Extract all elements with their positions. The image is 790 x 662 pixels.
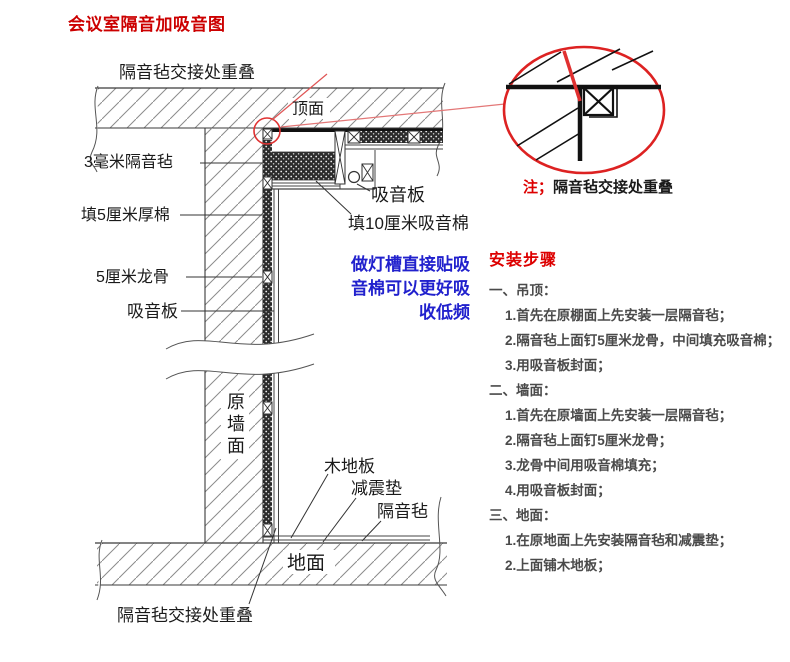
damping-pad-label: 减震垫 xyxy=(351,479,402,498)
leader-lines xyxy=(180,162,382,605)
floor-section xyxy=(95,496,447,601)
overlap-top-label: 隔音毡交接处重叠 xyxy=(119,63,255,82)
page-title: 会议室隔音加吸音图 xyxy=(68,15,226,34)
note-prefix: 注； xyxy=(523,179,554,196)
step-item: 1.首先在原棚面上先安装一层隔音毡； xyxy=(505,308,733,323)
diagram-labels: 隔音毡交接处重叠 3毫米隔音毡 填5厘米厚棉 5厘米龙骨 吸音板 顶面 吸音板 … xyxy=(81,63,469,625)
ground-surface-label-bg xyxy=(283,550,335,574)
step-section-title: 二、墙面： xyxy=(489,383,557,398)
step-item: 1.在原地面上先安装隔音毡和减震垫； xyxy=(505,533,733,548)
step-section-title: 三、地面： xyxy=(489,508,557,523)
ceiling-surface-label-bg xyxy=(288,98,330,119)
wood-floor-label: 木地板 xyxy=(324,457,375,476)
cotton-5cm-label: 填5厘米厚棉 xyxy=(81,206,170,224)
step-item: 4.用吸音板封面； xyxy=(505,483,611,498)
install-steps-heading: 安装步骤 xyxy=(489,252,558,269)
felt-3mm-label: 3毫米隔音毡 xyxy=(84,152,173,171)
original-wall-label: 原墙面 xyxy=(221,391,249,459)
blue-annotation: 做灯槽直接贴吸 音棉可以更好吸 收低频 xyxy=(346,253,470,325)
install-steps: 安装步骤 一、吊顶： 1.首先在原棚面上先安装一层隔音毡； 2.隔音毡上面钉5厘… xyxy=(489,246,781,578)
step-item: 2.隔音毡上面钉5厘米龙骨，中间填充吸音棉； xyxy=(505,333,781,348)
lamp-circle xyxy=(347,170,361,184)
keel-5cm-label: 5厘米龙骨 xyxy=(96,268,169,286)
wall-layers xyxy=(262,128,279,543)
blue-annotation-line: 音棉可以更好吸 xyxy=(351,279,470,298)
wall-section xyxy=(204,128,264,543)
blue-annotation-line: 收低频 xyxy=(419,303,470,322)
step-section-floor: 三、地面： 1.在原地面上先安装隔音毡和减震垫； 2.上面铺木地板； xyxy=(489,503,779,578)
wall-break xyxy=(165,333,315,380)
overlap-bottom-label: 隔音毡交接处重叠 xyxy=(117,606,253,625)
step-item: 2.隔音毡上面钉5厘米龙骨； xyxy=(505,433,673,448)
sound-felt-label: 隔音毡 xyxy=(377,502,428,521)
ceiling-layers xyxy=(263,128,443,190)
step-section-ceiling: 一、吊顶： 1.首先在原棚面上先安装一层隔音毡； 2.隔音毡上面钉5厘米龙骨，中… xyxy=(489,278,781,378)
step-item: 3.龙骨中间用吸音棉填充； xyxy=(505,458,665,473)
detail-note: 注；隔音毡交接处重叠 xyxy=(523,176,673,197)
step-section-wall: 二、墙面： 1.首先在原墙面上先安装一层隔音毡； 2.隔音毡上面钉5厘米龙骨； … xyxy=(489,378,779,503)
ceiling-slab xyxy=(89,82,446,177)
step-section-title: 一、吊顶： xyxy=(489,283,557,298)
step-item: 1.首先在原墙面上先安装一层隔音毡； xyxy=(505,408,733,423)
ceiling-surface-label: 顶面 xyxy=(292,100,324,118)
step-item: 3.用吸音板封面； xyxy=(505,358,611,373)
cotton-10cm-label: 填10厘米吸音棉 xyxy=(348,214,469,233)
overlap-detail-circle xyxy=(253,117,281,145)
blue-annotation-line: 做灯槽直接贴吸 xyxy=(351,255,470,274)
detail-callout xyxy=(253,45,666,175)
step-item: 2.上面铺木地板； xyxy=(505,558,611,573)
absorb-panel-left-label: 吸音板 xyxy=(127,302,178,321)
note-text: 隔音毡交接处重叠 xyxy=(553,179,674,196)
absorb-panel-ceiling-label: 吸音板 xyxy=(371,185,425,205)
ground-surface-label: 地面 xyxy=(287,552,325,574)
